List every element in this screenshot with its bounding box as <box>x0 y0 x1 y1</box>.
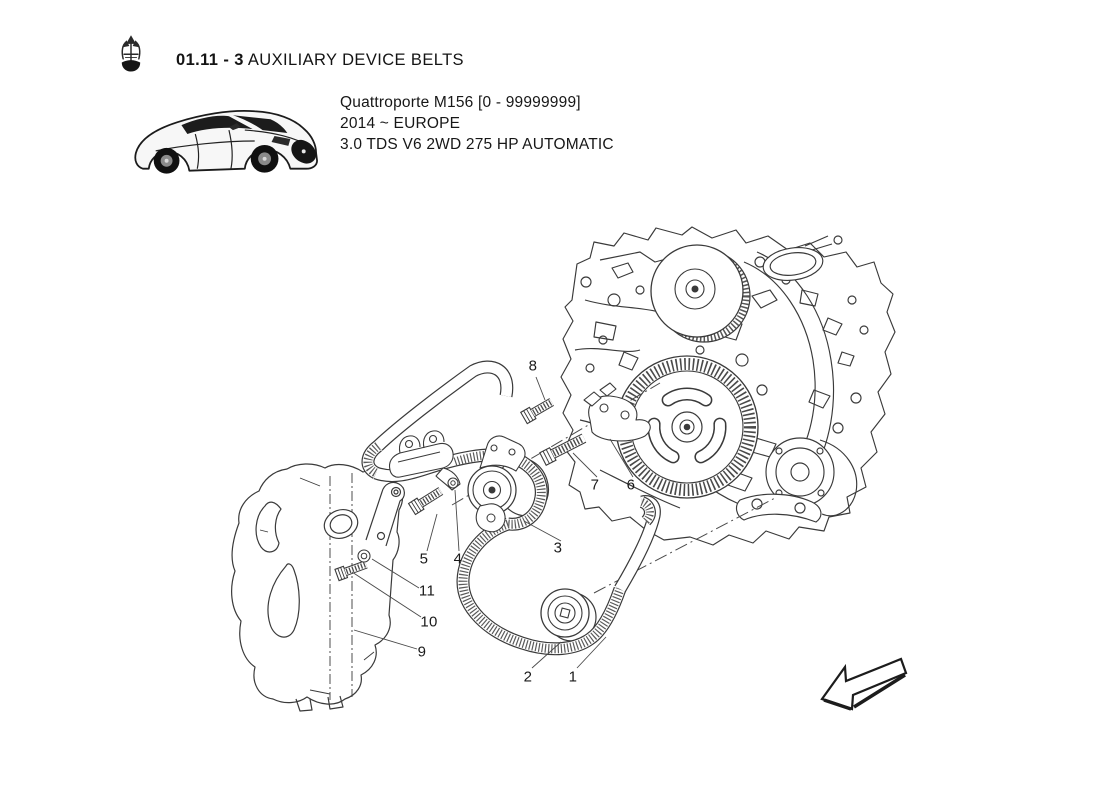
direction-arrow-icon <box>820 657 908 711</box>
washer-11 <box>357 549 371 563</box>
headlight <box>271 136 291 146</box>
crankshaft-pulley <box>615 355 759 499</box>
bolt-5 <box>407 487 444 516</box>
callout-6: 6 <box>626 476 636 494</box>
side-windows <box>181 115 253 135</box>
callout-1: 1 <box>568 668 578 686</box>
washer-4 <box>447 477 459 489</box>
lower-bracket <box>735 493 822 523</box>
alternator-pulley <box>650 244 751 343</box>
callout-leader-lines <box>351 376 634 669</box>
wheels <box>153 144 279 174</box>
callout-10: 10 <box>420 613 438 631</box>
vehicle-info: Quattroporte M156 [0 - 99999999] 2014 ~ … <box>340 92 614 155</box>
tensioner-pulley <box>467 465 517 533</box>
callout-11: 11 <box>418 582 436 600</box>
intake-opening <box>762 247 824 281</box>
belt-guide-bracket <box>388 430 461 491</box>
vehicle-market: 2014 ~ EUROPE <box>340 115 461 132</box>
vehicle-photo <box>134 110 318 174</box>
windshield <box>232 115 288 134</box>
bolt-10 <box>334 560 368 582</box>
callout-9: 9 <box>417 643 427 661</box>
grille-trident-badge <box>301 149 306 154</box>
clamp-bracket <box>583 382 651 442</box>
section-title: AUXILIARY DEVICE BELTS <box>247 51 464 69</box>
logo-base <box>121 60 141 72</box>
section-code: 01.11 - 3 <box>176 51 244 69</box>
maserati-trident-logo-icon <box>121 35 141 72</box>
callout-3: 3 <box>553 539 563 557</box>
belt-cover-panel <box>231 463 405 712</box>
callout-4: 4 <box>453 550 463 568</box>
tensioner-assembly <box>479 435 550 531</box>
pulley-slots <box>647 387 727 464</box>
mirror <box>228 123 241 131</box>
callout-2: 2 <box>523 668 533 686</box>
timing-cover-lobe <box>819 439 858 517</box>
belt-main-run <box>456 495 661 656</box>
tensioner-arm <box>475 503 506 533</box>
idler-pulley <box>540 588 597 642</box>
bolt-8 <box>519 398 554 425</box>
cover-mount-arm <box>365 481 405 547</box>
callout-7: 7 <box>590 476 600 494</box>
tensioner-mount <box>479 435 526 472</box>
bolt-7 <box>539 433 587 466</box>
vehicle-model: Quattroporte M156 [0 - 99999999] <box>340 94 581 111</box>
callout-5: 5 <box>419 550 429 568</box>
callout-8: 8 <box>528 357 538 375</box>
page-title: 01.11 - 3 AUXILIARY DEVICE BELTS <box>176 51 464 70</box>
vehicle-engine: 3.0 TDS V6 2WD 275 HP AUTOMATIC <box>340 136 614 153</box>
